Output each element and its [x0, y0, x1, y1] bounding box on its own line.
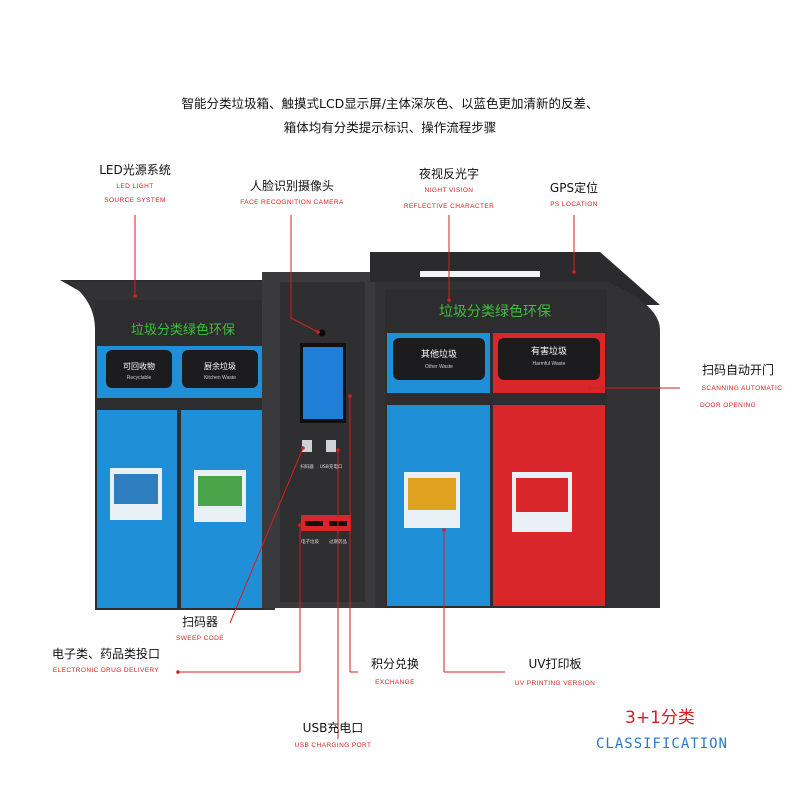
header-line-1: 智能分类垃圾箱、触摸式LCD显示屏/主体深灰色、以蓝色更加清新的反差、 — [181, 96, 598, 111]
usb-en: USB CHARGING PORT — [295, 742, 372, 749]
kiosk-usb-label: USB充电口 — [320, 463, 343, 470]
other-opening[interactable] — [393, 338, 485, 380]
sweep-leader — [229, 447, 304, 624]
gps-cn: GPS定位 — [550, 180, 598, 195]
sweep-en: SWEEP CODE — [176, 635, 224, 642]
harmful-sticker-art — [516, 478, 568, 512]
left-cabinet: 垃圾分类绿色环保 可回收物 Recyclable 厨余垃圾 Kitchen Wa… — [60, 280, 275, 610]
recyclable-en: Recyclable — [127, 375, 152, 381]
scan-open-en1: SCANNING AUTOMATIC — [702, 385, 783, 392]
right-roof — [370, 252, 660, 305]
night-en1: NIGHT VISION — [425, 187, 474, 194]
face-camera — [318, 329, 326, 337]
face-cn: 人脸识别摄像头 — [250, 178, 334, 193]
kiosk-e-label: 电子垃圾 — [301, 538, 319, 545]
face-en: FACE RECOGNITION CAMERA — [240, 199, 344, 206]
drug-en: ELECTRONIC DRUG DELIVERY — [53, 667, 160, 674]
recyclable-sticker-art — [114, 474, 158, 504]
kiosk-scan-label: 扫码器 — [300, 463, 314, 470]
usb-port-device[interactable] — [326, 440, 336, 452]
uv-en: UV PRINTING VERSION — [515, 680, 596, 687]
left-sign: 垃圾分类绿色环保 — [131, 322, 235, 338]
led-en1: LED LIGHT — [116, 183, 153, 190]
harmful-label: 有害垃圾 — [531, 345, 567, 357]
kitchen-sticker-art — [198, 476, 242, 506]
header-line-2: 箱体均有分类提示标识、操作流程步骤 — [284, 120, 497, 135]
scan-open-cn: 扫码自动开门 — [702, 362, 774, 377]
other-label: 其他垃圾 — [421, 348, 457, 360]
other-sticker-art — [408, 478, 456, 510]
right-sign: 垃圾分类绿色环保 — [439, 303, 551, 320]
uv-cn: UV打印板 — [529, 657, 582, 671]
center-kiosk: 扫码器 USB充电口 电子垃圾 过期药品 — [262, 272, 377, 608]
usb-cn: USB充电口 — [303, 720, 364, 735]
gps-en: PS LOCATION — [550, 201, 598, 208]
face-leader-d — [290, 317, 319, 333]
callout-lines — [134, 215, 680, 739]
kitchen-label: 厨余垃圾 — [204, 361, 236, 371]
led-cn: LED光源系统 — [99, 163, 171, 177]
classification-en: CLASSIFICATION — [596, 736, 728, 752]
harmful-opening[interactable] — [498, 338, 600, 380]
callout-dots — [133, 270, 592, 674]
classification-cn: 3+1分类 — [625, 708, 695, 728]
lcd-screen[interactable] — [303, 347, 343, 419]
night-en2: REFLECTIVE CHARACTER — [404, 203, 494, 210]
other-en: Other Waste — [425, 364, 453, 370]
harmful-en: Harmful Waste — [533, 361, 566, 367]
drug-cn: 电子类、药品类投口 — [52, 646, 160, 661]
scan-open-en2: DOOR OPENING — [700, 402, 756, 409]
kitchen-en: Kitchen Waste — [204, 375, 236, 381]
sweep-cn: 扫码器 — [182, 615, 218, 629]
e-waste-slot[interactable] — [305, 521, 323, 526]
kitchen-opening[interactable] — [182, 350, 258, 388]
right-cabinet: 垃圾分类绿色环保 其他垃圾 Other Waste 有害垃圾 Harmful W… — [370, 252, 660, 608]
recyclable-opening[interactable] — [106, 350, 172, 388]
exchange-cn: 积分兑换 — [371, 657, 419, 671]
scanner-device[interactable] — [302, 440, 312, 452]
night-cn: 夜视反光字 — [419, 166, 479, 181]
exchange-en: EXCHANGE — [375, 679, 415, 686]
led-en2: SOURCE SYSTEM — [104, 197, 166, 204]
recyclable-label: 可回收物 — [123, 361, 155, 371]
led-strip-right — [420, 271, 540, 277]
